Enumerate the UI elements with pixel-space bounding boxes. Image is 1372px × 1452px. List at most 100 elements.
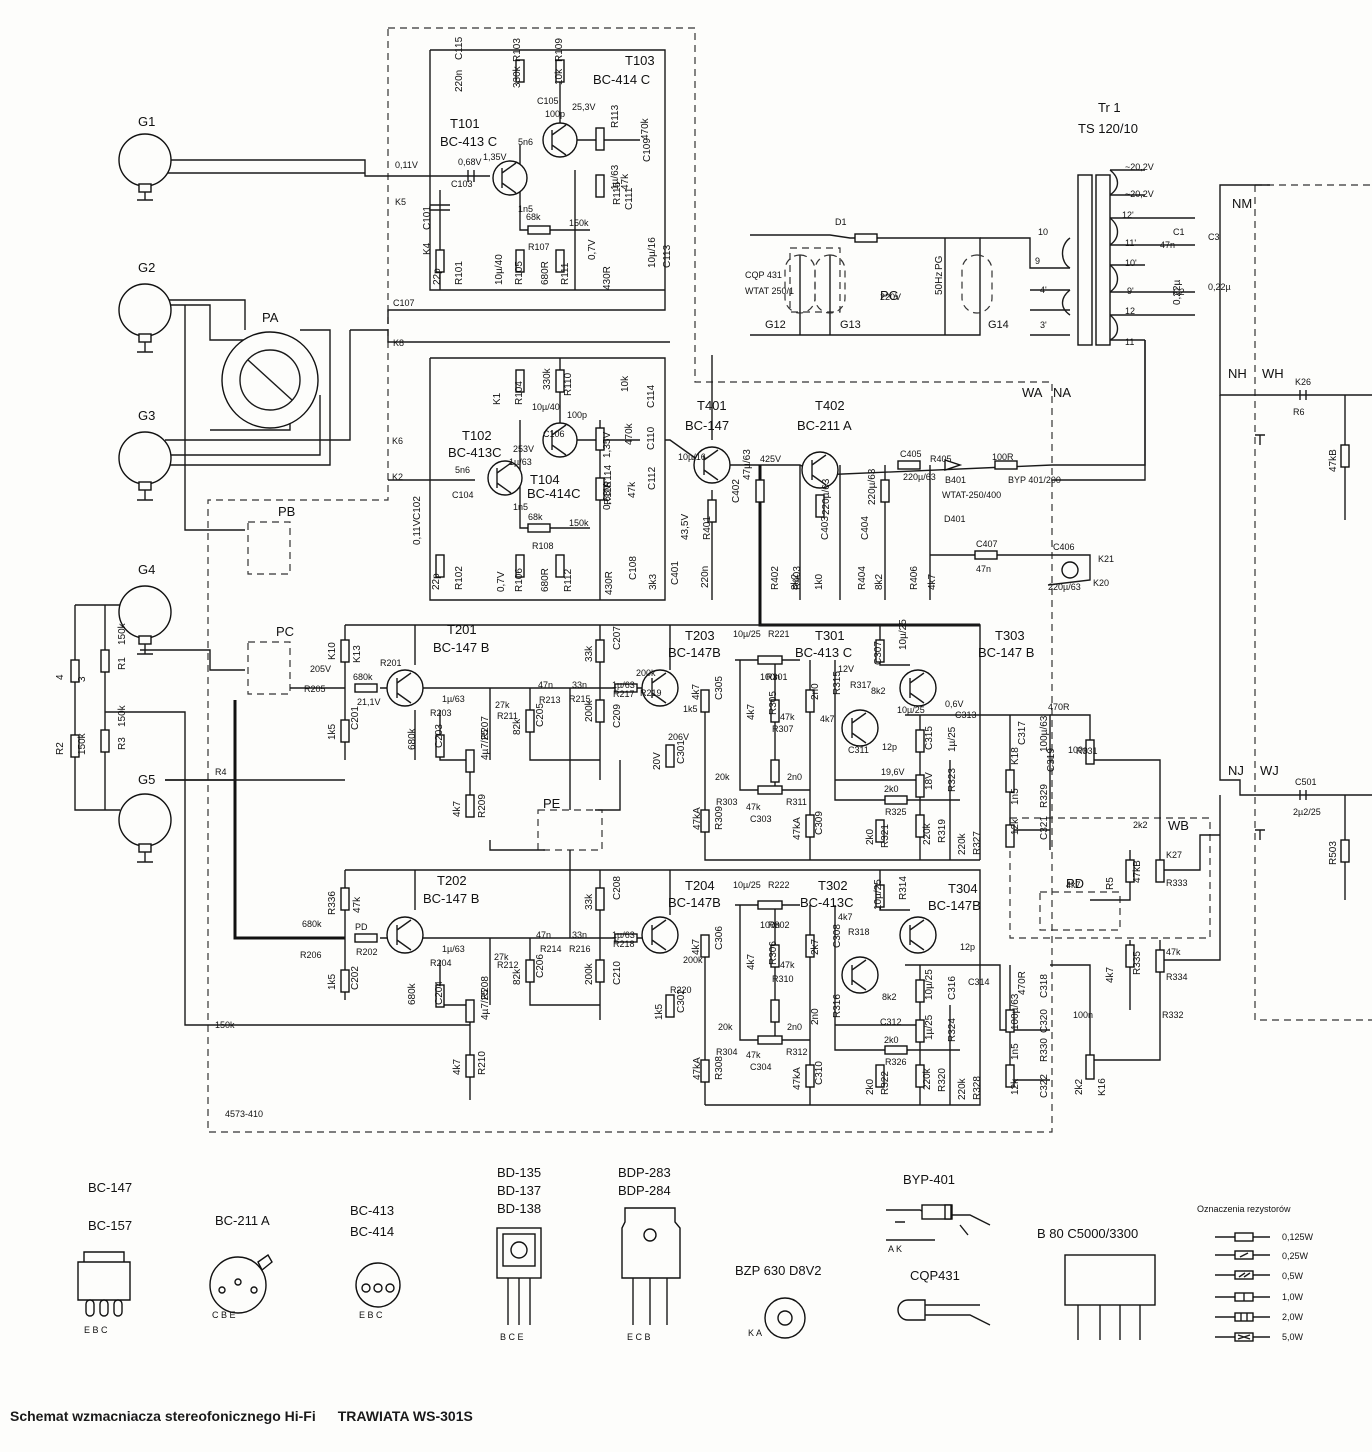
- part-label-103: D401: [944, 514, 966, 524]
- pkg-bc147: [77, 1251, 131, 1317]
- part-label-134: 4': [1040, 285, 1047, 295]
- transistor-t401-ref: T401: [697, 398, 727, 413]
- part-label-146: K10: [327, 642, 338, 660]
- connector-g14: G14: [961, 254, 1009, 331]
- part-label-29: 150k: [569, 218, 589, 228]
- part-label-230: C317: [1017, 721, 1028, 745]
- part-label-28: R107: [528, 242, 550, 252]
- legend-bce: B C E: [500, 1332, 524, 1342]
- part-label-217: C315: [924, 726, 935, 750]
- part-label-80: R401: [702, 516, 713, 540]
- part-label-244: R333: [1166, 878, 1188, 888]
- part-label-49: C106: [543, 429, 565, 439]
- part-label-117: PG: [934, 255, 945, 270]
- transistor-t303-ref: T303: [995, 628, 1025, 643]
- part-label-297: C304: [750, 1062, 772, 1072]
- part-label-30: 0,7V: [587, 239, 598, 260]
- part-label-130: 12: [1125, 306, 1135, 316]
- part-label-175: 1µ/63: [612, 680, 635, 690]
- part-label-287: C306: [714, 926, 725, 950]
- transistor-t202-ref: T202: [437, 873, 467, 888]
- part-label-332: 1n5: [1010, 1043, 1021, 1060]
- part-label-211: C311: [848, 745, 869, 755]
- part-label-78: 425V: [760, 454, 781, 464]
- part-label-185: 4k7: [691, 683, 702, 700]
- part-label-72: R106: [514, 568, 525, 592]
- din-connectors: G1 G2 G3 G4 G5 G12: [118, 114, 1009, 863]
- part-label-127: 11': [1125, 238, 1136, 248]
- part-label-147: K13: [352, 645, 363, 663]
- part-label-174: C209: [612, 704, 623, 728]
- label-wj: WJ: [1260, 763, 1279, 778]
- transistor-t304-type: BC-147B: [928, 898, 981, 913]
- caption-model: TRAWIATA WS-301S: [337, 1408, 473, 1424]
- part-label-313: C312: [880, 1017, 902, 1027]
- part-label-48: 10µ/40: [532, 402, 560, 412]
- part-label-68: 68k: [528, 512, 543, 522]
- part-label-282: 1k5: [654, 1003, 665, 1020]
- part-label-129: 9': [1127, 286, 1134, 296]
- pkg-bd135: [496, 1227, 542, 1325]
- label-nm: NM: [1232, 196, 1252, 211]
- transistor-t204-ref: T204: [685, 878, 715, 893]
- part-label-70: 150k: [569, 518, 589, 528]
- part-label-113: CQP 431: [745, 270, 782, 280]
- legend-byp401: BYP-401: [903, 1172, 955, 1187]
- part-label-198: R311: [786, 797, 807, 807]
- part-label-22: K5: [395, 197, 406, 207]
- part-label-223: 2k0: [865, 828, 876, 845]
- part-label-255: R206: [300, 950, 322, 960]
- svg-text:G1: G1: [138, 114, 155, 129]
- part-label-307: C308: [832, 924, 843, 948]
- part-label-275: R216: [569, 944, 591, 954]
- transistor-t302-ref: T302: [818, 878, 848, 893]
- part-label-205: 4k7: [820, 714, 835, 724]
- part-label-14: 0,68V: [458, 157, 482, 167]
- part-label-131: 11: [1125, 337, 1134, 347]
- legend-bd135: BD-135: [497, 1165, 541, 1180]
- part-label-184: R221: [768, 629, 790, 639]
- part-label-193: 20k: [715, 772, 730, 782]
- part-label-304: 47k: [780, 960, 795, 970]
- part-label-73: 680R: [540, 568, 551, 592]
- label-nh: NH: [1228, 366, 1247, 381]
- part-label-327: R328: [972, 1076, 983, 1100]
- legend-bzp: BZP 630 D8V2: [735, 1263, 821, 1278]
- part-label-207: 10µ/25: [898, 619, 909, 650]
- part-label-38: C107: [393, 298, 415, 308]
- part-label-192: R309: [714, 806, 725, 830]
- transistor-symbols: [386, 122, 937, 994]
- part-label-143: 150k: [117, 704, 128, 727]
- pkg-byp401: [886, 1204, 991, 1241]
- part-label-47: C114: [646, 384, 657, 408]
- part-label-108: C406: [1053, 542, 1075, 552]
- part-label-85: 47µ/63: [742, 449, 753, 480]
- part-label-6: C105: [537, 96, 559, 106]
- part-label-158: C203: [434, 724, 445, 748]
- part-label-161: 4k7: [452, 800, 463, 817]
- part-label-119: 47n: [1160, 240, 1175, 250]
- part-label-246: R335: [1132, 951, 1143, 975]
- part-label-181: 20V: [652, 752, 663, 770]
- part-label-324: 220k: [922, 1067, 933, 1090]
- part-label-315: C314: [968, 977, 990, 987]
- part-label-250: R336: [327, 891, 338, 915]
- transistor-t101-ref: T101: [450, 116, 480, 131]
- part-label-257: C202: [350, 966, 361, 990]
- part-label-302: 2n0: [810, 1008, 821, 1025]
- part-label-289: R302: [768, 920, 790, 930]
- transistor-t202: [386, 916, 424, 954]
- part-label-159: 4µ7/25: [480, 729, 491, 760]
- part-label-264: 4k7: [452, 1058, 463, 1075]
- selector-switches: PA PB PC PE PD PG: [221, 288, 1084, 891]
- part-label-9: R113: [610, 104, 621, 128]
- passive-components: [70, 59, 1350, 1088]
- part-label-196: C303: [750, 814, 772, 824]
- part-label-118: C1: [1173, 227, 1185, 237]
- part-label-308: 10µ/25: [873, 879, 884, 910]
- part-label-194: R303: [716, 797, 738, 807]
- part-label-1: 220n: [454, 70, 465, 92]
- pkg-bc211: [209, 1253, 273, 1314]
- transistor-t303-type: BC-147 B: [978, 645, 1034, 660]
